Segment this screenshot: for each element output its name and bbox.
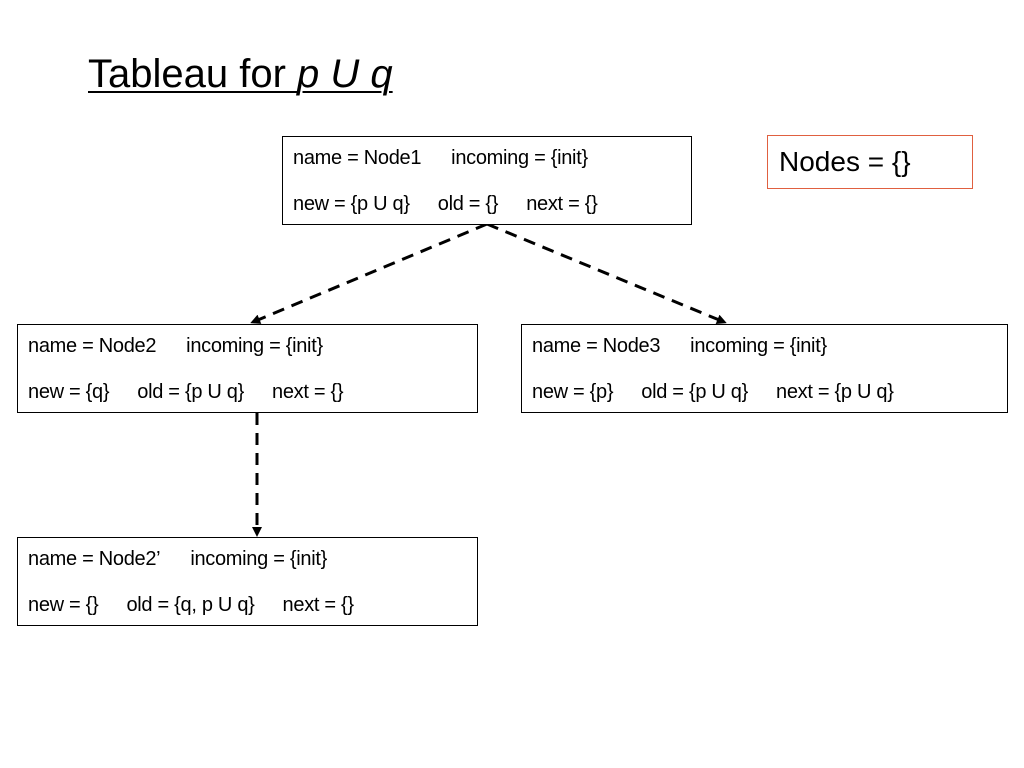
slide-title: Tableau for p U q [88,50,393,98]
edge-node1-to-node2 [250,222,488,324]
tableau-node-2-prime: name = Node2’ incoming = {init} new = {} o… [17,537,478,626]
node-name: name = Node2’ [28,548,161,570]
node-new: new = {p} [532,381,614,403]
node-name: name = Node2 [28,335,157,357]
node-name: name = Node3 [532,335,661,357]
node-new: new = {} [28,594,99,616]
node-next: next = {p U q} [776,381,894,403]
node-new: new = {p U q} [293,193,410,215]
node-old: old = {p U q} [641,381,749,403]
node-incoming: incoming = {init} [190,548,327,570]
title-formula: p U q [297,52,393,96]
tableau-node-2: name = Node2 incoming = {init} new = {q} o… [17,324,478,413]
tableau-node-1: name = Node1 incoming = {init} new = {p U… [282,136,692,225]
tableau-node-3: name = Node3 incoming = {init} new = {p} o… [521,324,1008,413]
node-new: new = {q} [28,381,110,403]
node-old: old = {p U q} [137,381,245,403]
node-incoming: incoming = {init} [690,335,827,357]
node-next: next = {} [272,381,344,403]
nodes-set-box: Nodes = {} [767,135,973,189]
title-prefix: Tableau for [88,52,298,96]
edge-node1-to-node3 [486,222,727,324]
node-name: name = Node1 [293,147,422,169]
node-old: old = {q, p U q} [126,594,255,616]
nodes-set-label: Nodes = {} [779,146,911,177]
node-incoming: incoming = {init} [186,335,323,357]
node-old: old = {} [437,193,499,215]
node-next: next = {} [282,594,355,616]
node-next: next = {} [526,193,598,215]
node-incoming: incoming = {init} [451,147,588,169]
